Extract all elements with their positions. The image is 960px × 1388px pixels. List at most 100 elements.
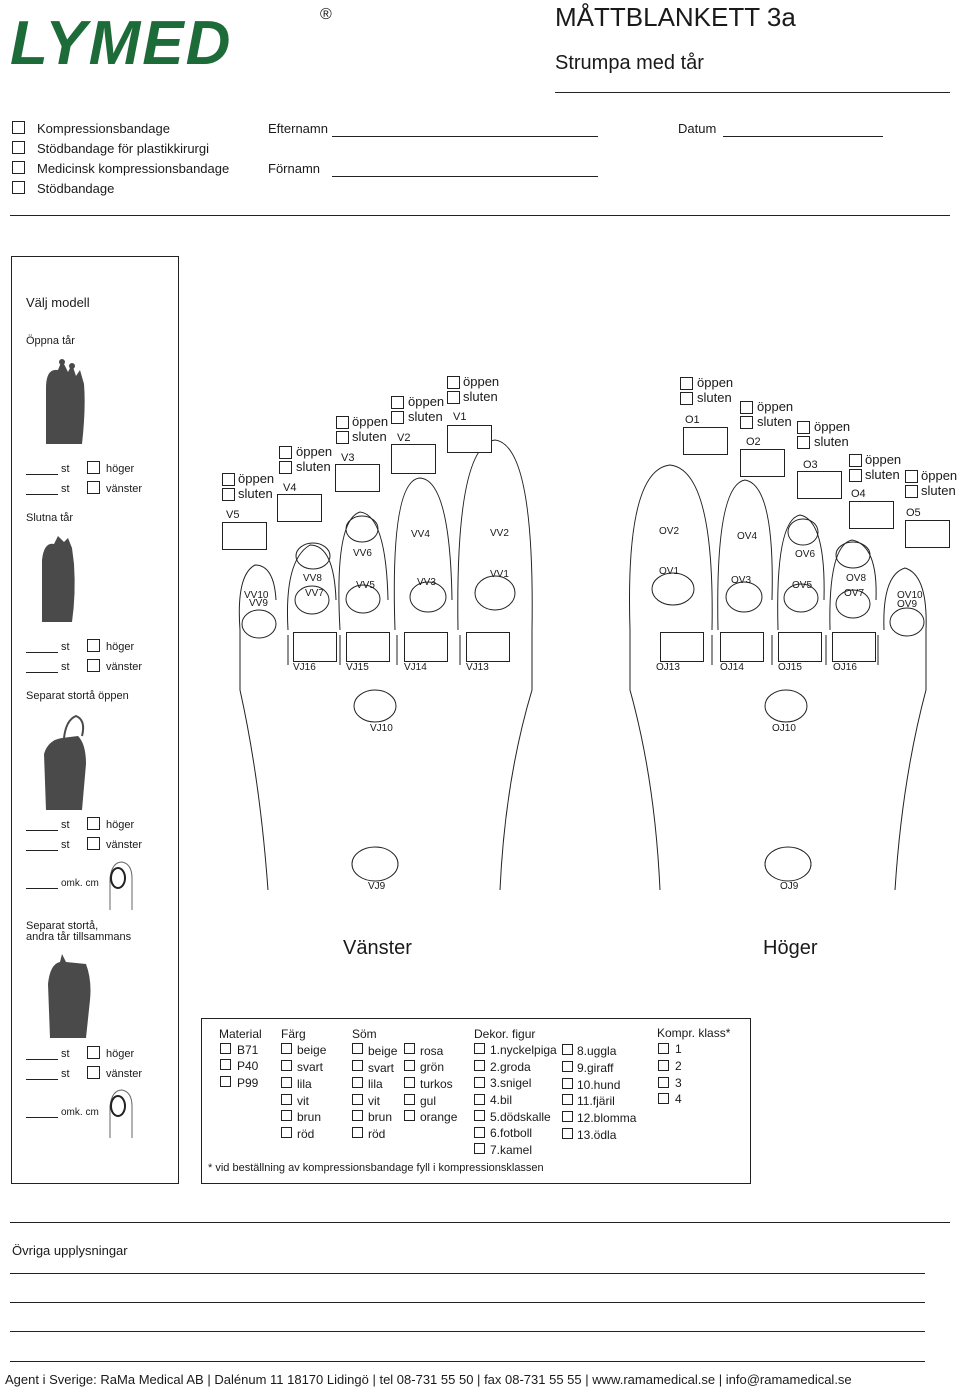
measure-box-vj16[interactable] (293, 632, 337, 662)
color-checkbox[interactable] (281, 1077, 292, 1088)
quantity-field[interactable] (26, 1079, 58, 1080)
closed-checkbox[interactable] (680, 392, 693, 405)
right-checkbox[interactable] (87, 639, 100, 652)
seam-checkbox[interactable] (404, 1060, 415, 1071)
measure-box-o5[interactable] (905, 520, 950, 548)
material-checkbox[interactable] (220, 1059, 231, 1070)
seam-checkbox[interactable] (352, 1110, 363, 1121)
quantity-field[interactable] (26, 850, 58, 851)
date-field[interactable] (723, 136, 883, 137)
closed-checkbox[interactable] (279, 461, 292, 474)
seam-checkbox[interactable] (352, 1127, 363, 1138)
open-checkbox[interactable] (447, 376, 460, 389)
decor-checkbox[interactable] (474, 1043, 485, 1054)
left-checkbox[interactable] (87, 659, 100, 672)
circumference-field[interactable] (26, 1117, 58, 1118)
measure-box-oj16[interactable] (832, 632, 876, 662)
measure-box-v5[interactable] (222, 522, 267, 550)
product-type-checkbox[interactable] (12, 181, 25, 194)
right-checkbox[interactable] (87, 1046, 100, 1059)
decor-checkbox[interactable] (562, 1044, 573, 1055)
compression-checkbox[interactable] (658, 1077, 669, 1088)
decor-checkbox[interactable] (474, 1077, 485, 1088)
closed-checkbox[interactable] (447, 391, 460, 404)
right-checkbox[interactable] (87, 461, 100, 474)
measure-box-oj15[interactable] (778, 632, 822, 662)
lastname-field[interactable] (332, 136, 598, 137)
open-checkbox[interactable] (740, 401, 753, 414)
compression-checkbox[interactable] (658, 1093, 669, 1104)
measure-box-o2[interactable] (740, 449, 785, 477)
open-checkbox[interactable] (680, 377, 693, 390)
measure-box-v1[interactable] (447, 425, 492, 453)
left-checkbox[interactable] (87, 837, 100, 850)
closed-checkbox[interactable] (797, 436, 810, 449)
measure-box-o3[interactable] (797, 471, 842, 499)
material-checkbox[interactable] (220, 1076, 231, 1087)
measure-box-vj14[interactable] (404, 632, 448, 662)
measure-box-o4[interactable] (849, 501, 894, 529)
color-checkbox[interactable] (281, 1060, 292, 1071)
quantity-field[interactable] (26, 474, 58, 475)
product-type-checkbox[interactable] (12, 121, 25, 134)
left-checkbox[interactable] (87, 1066, 100, 1079)
closed-checkbox[interactable] (905, 485, 918, 498)
open-checkbox[interactable] (797, 421, 810, 434)
open-checkbox[interactable] (391, 396, 404, 409)
seam-checkbox[interactable] (404, 1077, 415, 1088)
compression-checkbox[interactable] (658, 1060, 669, 1071)
measure-box-v3[interactable] (335, 464, 380, 492)
seam-checkbox[interactable] (404, 1110, 415, 1121)
seam-checkbox[interactable] (352, 1043, 363, 1054)
decor-checkbox[interactable] (474, 1060, 485, 1071)
right-checkbox[interactable] (87, 817, 100, 830)
compression-checkbox[interactable] (658, 1043, 669, 1054)
decor-checkbox[interactable] (562, 1061, 573, 1072)
material-checkbox[interactable] (220, 1043, 231, 1054)
quantity-field[interactable] (26, 830, 58, 831)
open-checkbox[interactable] (279, 446, 292, 459)
left-checkbox[interactable] (87, 481, 100, 494)
quantity-field[interactable] (26, 1059, 58, 1060)
decor-checkbox[interactable] (474, 1127, 485, 1138)
other-info-line[interactable] (10, 1331, 925, 1332)
quantity-field[interactable] (26, 652, 58, 653)
decor-checkbox[interactable] (562, 1094, 573, 1105)
footer-web[interactable]: www.ramamedical.se (592, 1372, 716, 1387)
measure-box-oj14[interactable] (720, 632, 764, 662)
decor-checkbox[interactable] (562, 1111, 573, 1122)
measure-box-v4[interactable] (277, 494, 322, 522)
decor-checkbox[interactable] (474, 1143, 485, 1154)
other-info-line[interactable] (10, 1361, 925, 1362)
measure-box-oj13[interactable] (660, 632, 704, 662)
open-checkbox[interactable] (336, 416, 349, 429)
color-checkbox[interactable] (281, 1110, 292, 1121)
closed-checkbox[interactable] (336, 431, 349, 444)
quantity-field[interactable] (26, 494, 58, 495)
decor-checkbox[interactable] (474, 1110, 485, 1121)
seam-checkbox[interactable] (404, 1094, 415, 1105)
decor-checkbox[interactable] (474, 1094, 485, 1105)
open-checkbox[interactable] (849, 454, 862, 467)
open-checkbox[interactable] (222, 473, 235, 486)
seam-checkbox[interactable] (352, 1060, 363, 1071)
other-info-line[interactable] (10, 1273, 925, 1274)
product-type-checkbox[interactable] (12, 161, 25, 174)
color-checkbox[interactable] (281, 1043, 292, 1054)
open-checkbox[interactable] (905, 470, 918, 483)
closed-checkbox[interactable] (849, 469, 862, 482)
color-checkbox[interactable] (281, 1127, 292, 1138)
closed-checkbox[interactable] (391, 411, 404, 424)
measure-box-v2[interactable] (391, 444, 436, 474)
measure-box-vj15[interactable] (346, 632, 390, 662)
firstname-field[interactable] (332, 176, 598, 177)
measure-box-vj13[interactable] (466, 632, 510, 662)
decor-checkbox[interactable] (562, 1078, 573, 1089)
seam-checkbox[interactable] (352, 1094, 363, 1105)
product-type-checkbox[interactable] (12, 141, 25, 154)
circumference-field[interactable] (26, 888, 58, 889)
color-checkbox[interactable] (281, 1094, 292, 1105)
measure-box-o1[interactable] (683, 427, 728, 455)
quantity-field[interactable] (26, 672, 58, 673)
footer-email[interactable]: info@ramamedical.se (725, 1372, 852, 1387)
